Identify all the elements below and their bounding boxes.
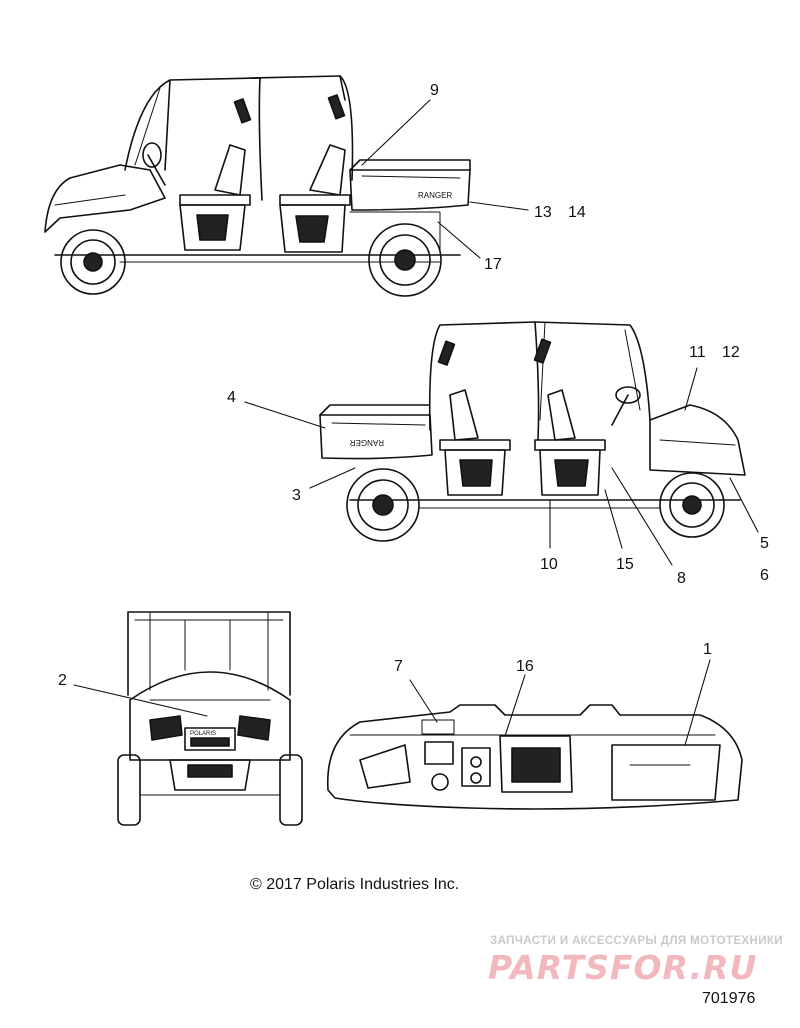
callout-5: 5 — [760, 535, 769, 552]
callout-6: 6 — [760, 567, 769, 584]
callout-8: 8 — [677, 570, 686, 587]
callout-11: 11 — [689, 344, 706, 361]
callout-9: 9 — [430, 82, 439, 99]
watermark-tagline: ЗАПЧАСТИ И АКСЕССУАРЫ ДЛЯ МОТОТЕХНИКИ — [490, 935, 783, 947]
callout-7: 7 — [394, 658, 403, 675]
callout-1: 1 — [703, 641, 712, 658]
callout-15: 15 — [616, 556, 634, 573]
decal-polaris-front: POLARIS — [190, 731, 216, 737]
callout-3: 3 — [292, 487, 301, 504]
callout-16: 16 — [516, 658, 534, 675]
copyright-notice: © 2017 Polaris Industries Inc. — [250, 876, 460, 893]
callout-12: 12 — [722, 344, 740, 361]
dashboard-view — [326, 704, 743, 810]
callout-4: 4 — [227, 389, 236, 406]
decal-ranger-1: RANGER — [418, 191, 452, 200]
callout-17: 17 — [484, 256, 502, 273]
vehicle-side-view-left — [44, 75, 471, 297]
leader-lines-vehicle-1 — [361, 99, 529, 259]
leader-lines-vehicle-3 — [73, 684, 208, 717]
figure-id: 701976 — [702, 990, 756, 1007]
callout-13: 13 — [534, 204, 552, 221]
callout-14: 14 — [568, 204, 586, 221]
leader-lines-dashboard — [409, 659, 711, 746]
vehicle-side-view-right — [319, 321, 746, 542]
callout-2: 2 — [58, 672, 67, 689]
decal-ranger-2: RANGER — [350, 438, 384, 447]
watermark-logo: PARTSFOR.RU — [488, 948, 758, 987]
vehicle-front-view — [117, 611, 303, 826]
leader-lines-vehicle-2 — [244, 367, 759, 566]
callout-10: 10 — [540, 556, 558, 573]
